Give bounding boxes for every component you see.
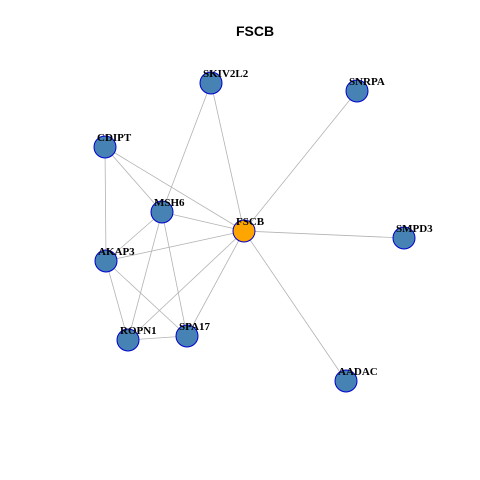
node-label: SMPD3 bbox=[396, 223, 433, 235]
edge-fscb-msh6 bbox=[161, 211, 245, 232]
edge-fscb-smpd3 bbox=[243, 230, 405, 239]
edge-cdipt-msh6 bbox=[104, 146, 163, 213]
node-circle[interactable] bbox=[392, 226, 416, 250]
node-circle[interactable] bbox=[175, 324, 199, 348]
edge-fscb-spa17 bbox=[186, 230, 245, 337]
node-label: AKAP3 bbox=[98, 246, 135, 258]
node-label: SKIV2L2 bbox=[203, 68, 249, 80]
edge-fscb-aadac bbox=[243, 230, 347, 382]
node-skiv2l2[interactable]: SKIV2L2 bbox=[199, 68, 249, 95]
node-label: AADAC bbox=[338, 366, 378, 378]
node-label: ROPN1 bbox=[120, 325, 157, 337]
node-msh6[interactable]: MSH6 bbox=[150, 197, 185, 224]
graph-title: FSCB bbox=[236, 23, 274, 39]
node-circle[interactable] bbox=[116, 328, 140, 352]
edge-layer bbox=[104, 82, 405, 382]
edge-fscb-cdipt bbox=[104, 146, 245, 232]
edge-fscb-ropn1 bbox=[127, 230, 245, 341]
edge-cdipt-akap3 bbox=[104, 146, 107, 262]
edge-fscb-akap3 bbox=[105, 230, 245, 262]
node-smpd3[interactable]: SMPD3 bbox=[392, 223, 433, 250]
node-aadac[interactable]: AADAC bbox=[334, 366, 378, 393]
node-snrpa[interactable]: SNRPA bbox=[345, 76, 385, 103]
edge-skiv2l2-msh6 bbox=[161, 82, 212, 213]
node-cdipt[interactable]: CDIPT bbox=[93, 132, 132, 159]
edge-msh6-ropn1 bbox=[127, 211, 163, 341]
edge-fscb-skiv2l2 bbox=[210, 82, 245, 232]
node-ropn1[interactable]: ROPN1 bbox=[116, 325, 157, 352]
node-circle[interactable] bbox=[199, 71, 223, 95]
edge-fscb-snrpa bbox=[243, 90, 358, 232]
node-circle[interactable] bbox=[345, 79, 369, 103]
node-label: CDIPT bbox=[97, 132, 132, 144]
edge-akap3-spa17 bbox=[105, 260, 188, 337]
node-circle[interactable] bbox=[334, 369, 358, 393]
node-circle[interactable] bbox=[150, 200, 174, 224]
node-label: SNRPA bbox=[349, 76, 385, 88]
edge-msh6-akap3 bbox=[105, 211, 163, 262]
node-fscb[interactable]: FSCB bbox=[232, 216, 265, 243]
node-label: FSCB bbox=[236, 216, 265, 228]
node-circle[interactable] bbox=[94, 249, 118, 273]
node-label: MSH6 bbox=[154, 197, 185, 209]
node-circle[interactable] bbox=[93, 135, 117, 159]
node-akap3[interactable]: AKAP3 bbox=[94, 246, 135, 273]
node-spa17[interactable]: SPA17 bbox=[175, 321, 210, 348]
node-label: SPA17 bbox=[179, 321, 210, 333]
node-circle[interactable] bbox=[232, 219, 256, 243]
edge-msh6-spa17 bbox=[161, 211, 188, 337]
edge-akap3-ropn1 bbox=[105, 260, 129, 341]
